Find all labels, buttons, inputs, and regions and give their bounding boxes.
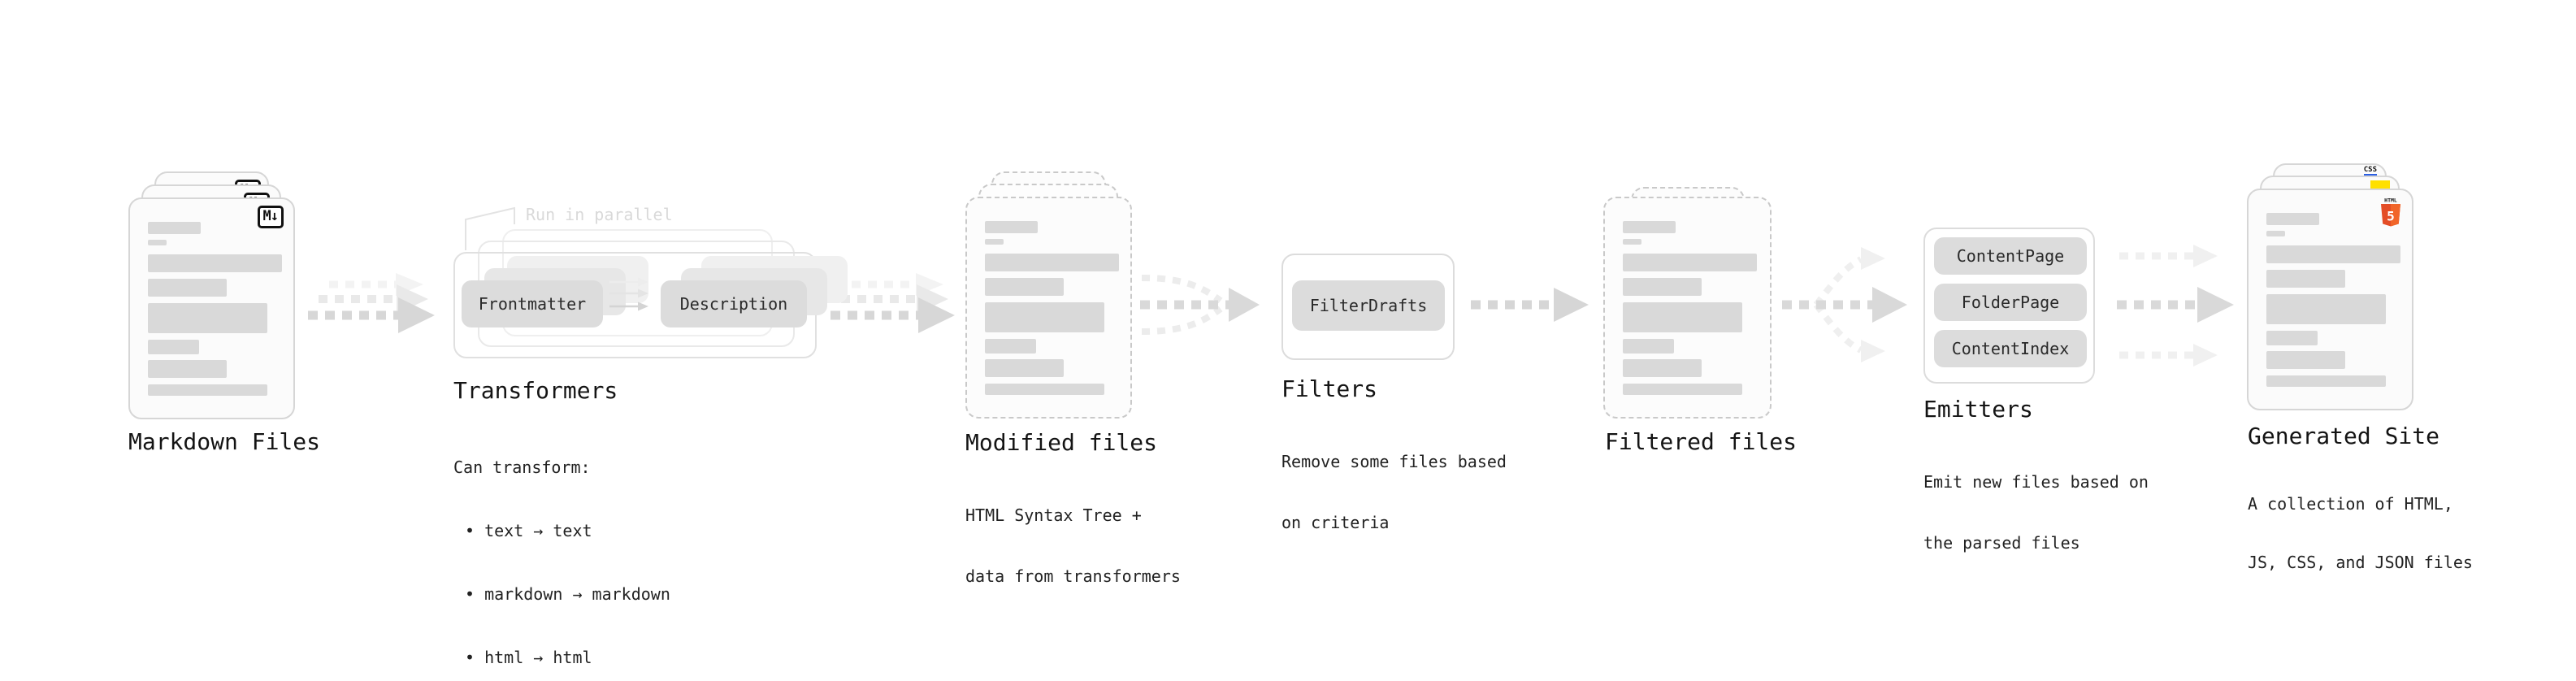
doc-text-bar xyxy=(2266,213,2319,225)
doc-text-bar xyxy=(1623,221,1676,233)
run-in-parallel-leader-line xyxy=(465,206,515,250)
folder-page-pill: FolderPage xyxy=(1934,284,2087,321)
caption-line: data from transformers xyxy=(965,566,1181,586)
arrows-emitters-to-site xyxy=(2117,245,2234,367)
arrow-transformers-to-modified xyxy=(830,273,955,333)
doc-text-bar xyxy=(2266,231,2285,236)
doc-text-bar xyxy=(148,384,267,396)
doc-text-bar xyxy=(985,302,1104,332)
markdown-files-label: Markdown Files xyxy=(128,428,321,455)
doc-text-bar xyxy=(985,221,1038,233)
caption-line: • html → html xyxy=(465,648,592,667)
svg-text:HTML: HTML xyxy=(2384,197,2397,204)
run-in-parallel-annotation: Run in parallel xyxy=(526,205,673,224)
doc-text-bar xyxy=(1623,384,1742,395)
html5-icon: HTML 5 xyxy=(2381,197,2400,227)
emitters-label: Emitters xyxy=(1923,396,2033,423)
transformers-label: Transformers xyxy=(453,377,618,404)
content-page-pill: ContentPage xyxy=(1934,237,2087,275)
parallel-transform-arrows xyxy=(609,277,648,311)
frontmatter-pill: Frontmatter xyxy=(462,280,603,327)
doc-text-bar xyxy=(1623,254,1757,271)
doc-text-bar xyxy=(985,254,1119,271)
doc-text-placeholder xyxy=(985,221,1119,395)
doc-text-bar xyxy=(1623,302,1742,332)
caption-line: Remove some files based xyxy=(1281,452,1507,471)
doc-text-placeholder xyxy=(2266,213,2400,387)
doc-text-bar xyxy=(148,254,282,272)
caption-line: Emit new files based on xyxy=(1923,472,2149,492)
doc-text-bar xyxy=(985,239,1004,245)
doc-text-bar xyxy=(148,240,167,245)
doc-text-bar xyxy=(148,303,267,333)
filtered-files-label: Filtered files xyxy=(1605,428,1798,455)
caption-line: on criteria xyxy=(1281,513,1390,532)
emitters-panel xyxy=(1923,228,2095,384)
doc-text-bar xyxy=(2266,331,2318,345)
filters-label: Filters xyxy=(1281,375,1378,402)
emitters-caption: Emit new files based on the parsed files xyxy=(1923,432,2149,594)
generated-site-caption: A collection of HTML, JS, CSS, and JSON … xyxy=(2248,455,2473,611)
markdown-file-page-front: M↓ xyxy=(128,197,295,419)
doc-text-bar xyxy=(1623,278,1702,296)
doc-text-bar xyxy=(1623,359,1702,377)
doc-text-placeholder xyxy=(1623,221,1757,395)
doc-text-bar xyxy=(2266,351,2345,369)
caption-line: • text → text xyxy=(465,521,592,540)
doc-text-bar xyxy=(1623,339,1674,354)
doc-text-bar xyxy=(985,339,1036,354)
caption-line: HTML Syntax Tree + xyxy=(965,505,1142,525)
modified-file-page-front xyxy=(965,197,1132,419)
svg-text:5: 5 xyxy=(2387,209,2395,224)
transformers-caption: Can transform: • text → text • markdown … xyxy=(453,414,670,681)
arrow-filters-to-filtered xyxy=(1471,288,1589,322)
site-file-page-html: HTML 5 xyxy=(2247,189,2413,410)
filters-panel xyxy=(1281,254,1455,360)
doc-text-bar xyxy=(985,278,1064,296)
caption-line: the parsed files xyxy=(1923,533,2080,553)
doc-text-bar xyxy=(2266,294,2386,324)
doc-text-bar xyxy=(2266,375,2386,387)
doc-text-bar xyxy=(985,359,1064,377)
doc-text-bar xyxy=(2266,270,2345,288)
caption-line: A collection of HTML, xyxy=(2248,494,2453,514)
modified-files-caption: HTML Syntax Tree + data from transformer… xyxy=(965,465,1181,627)
caption-line: Can transform: xyxy=(453,458,591,477)
doc-text-bar xyxy=(148,279,227,297)
doc-text-bar xyxy=(148,340,199,354)
doc-text-bar xyxy=(148,222,201,234)
caption-line: • markdown → markdown xyxy=(465,584,670,604)
doc-text-bar xyxy=(1623,239,1641,245)
arrow-modified-to-filters-converge xyxy=(1140,275,1260,335)
content-index-pill: ContentIndex xyxy=(1934,330,2087,367)
modified-files-label: Modified files xyxy=(965,429,1158,456)
filtered-file-page-front xyxy=(1603,197,1772,419)
arrow-filtered-to-emitters-diverge xyxy=(1782,247,1907,362)
doc-text-bar xyxy=(2266,245,2400,263)
caption-line: JS, CSS, and JSON files xyxy=(2248,553,2473,572)
doc-text-placeholder xyxy=(148,222,282,396)
filter-drafts-pill: FilterDrafts xyxy=(1292,280,1445,331)
filters-caption: Remove some files based on criteria xyxy=(1281,411,1507,574)
generated-site-label: Generated Site xyxy=(2248,423,2440,449)
markdown-icon: M↓ xyxy=(257,206,284,228)
doc-text-bar xyxy=(985,384,1104,395)
js-icon xyxy=(2370,180,2390,189)
description-pill: Description xyxy=(661,280,807,327)
doc-text-bar xyxy=(148,360,227,378)
arrow-markdown-to-transformers xyxy=(308,273,435,333)
